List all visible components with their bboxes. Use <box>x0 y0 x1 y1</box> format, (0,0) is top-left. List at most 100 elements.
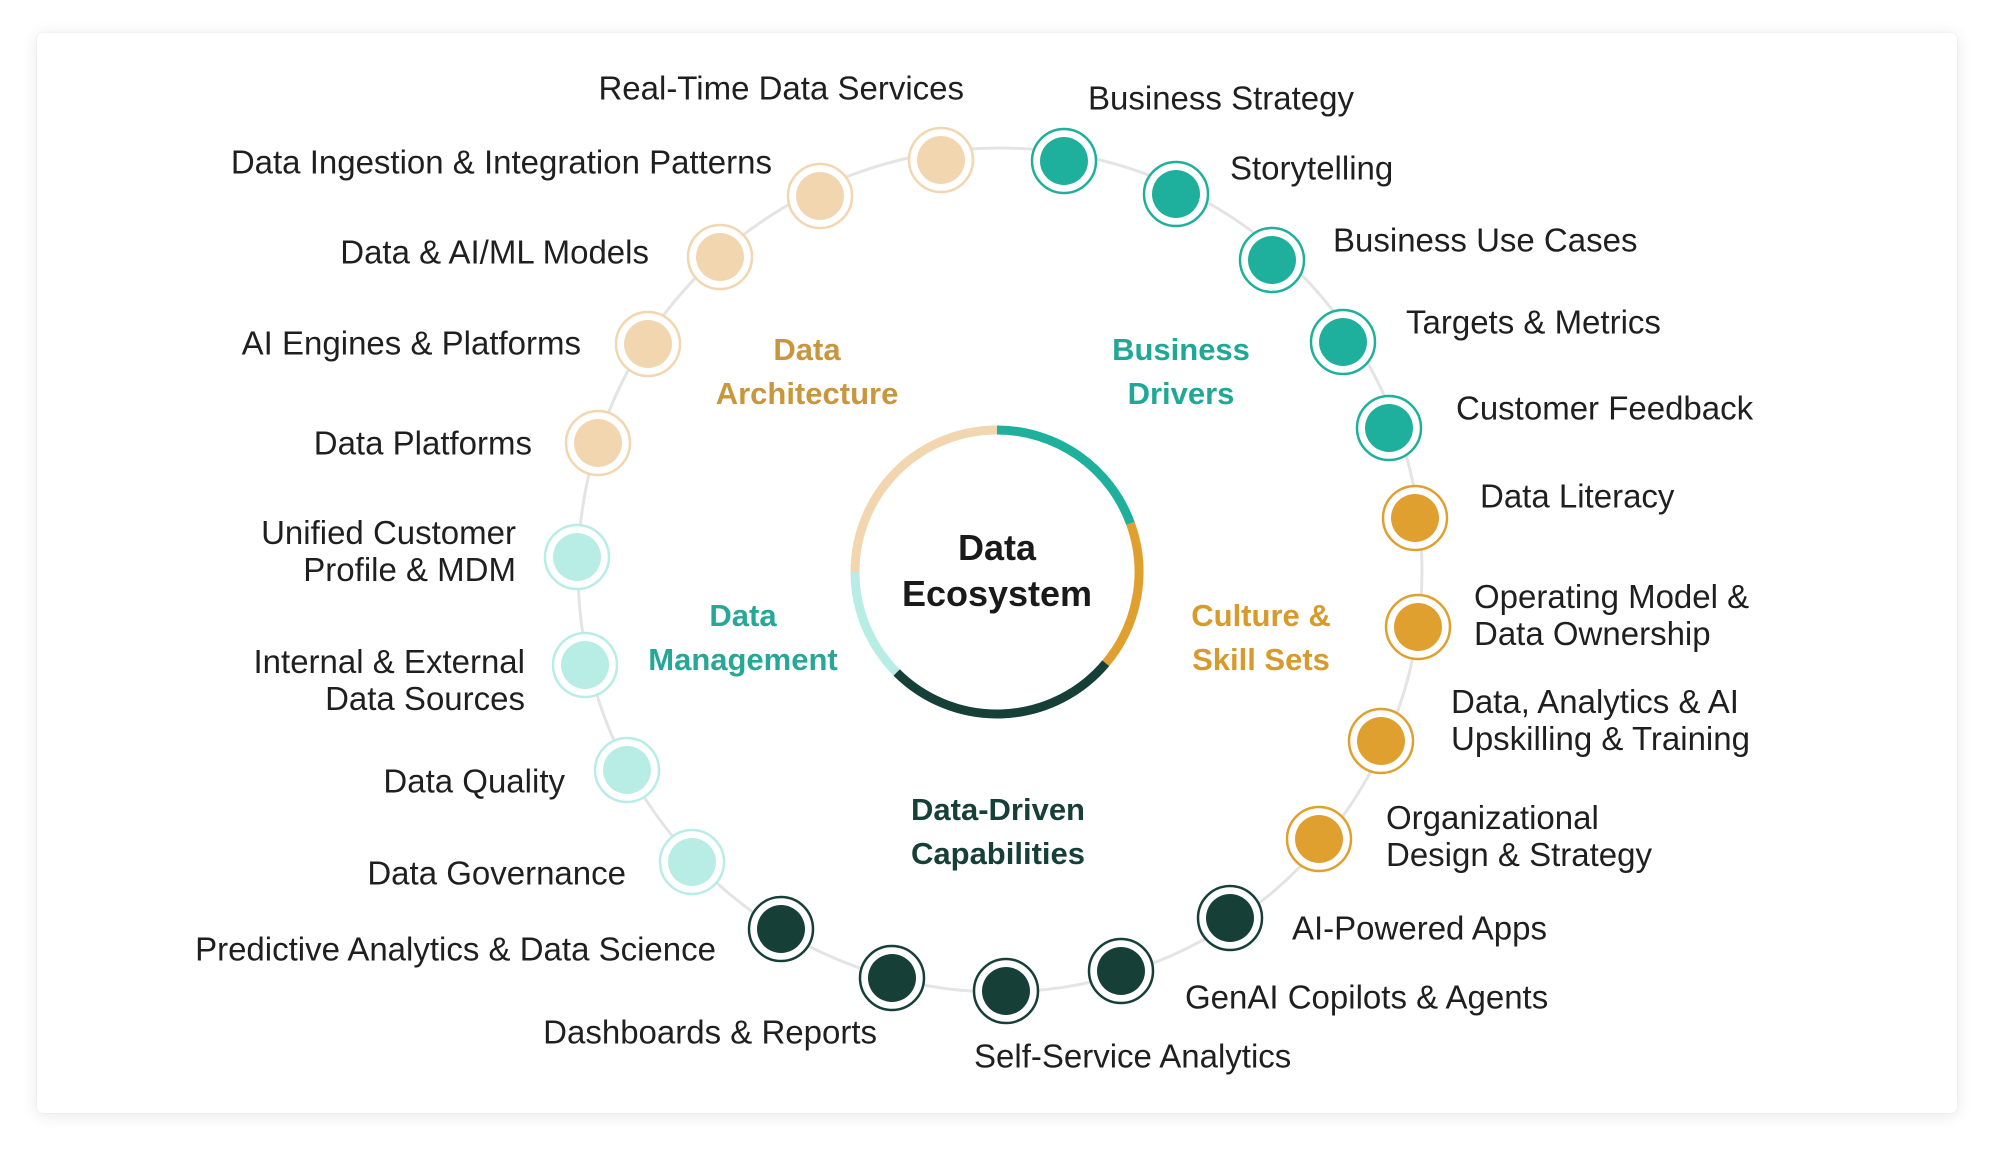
quadrant-label-line: Skill Sets <box>1192 642 1330 677</box>
node-dot <box>1040 137 1088 185</box>
quadrant-label-line: Business <box>1112 332 1250 367</box>
center-title: Data Ecosystem <box>902 525 1092 617</box>
node-data-driven-capabilities <box>858 944 926 1012</box>
quadrant-label-culture-skill-sets: Culture &Skill Sets <box>1191 594 1331 682</box>
node-label-line: Storytelling <box>1230 149 1394 187</box>
quadrant-label-line: Management <box>648 642 838 677</box>
node-label: AI-Powered Apps <box>1292 910 1547 947</box>
node-business-drivers <box>1238 226 1306 294</box>
node-label-line: AI Engines & Platforms <box>241 324 581 362</box>
node-label: Business Strategy <box>1088 80 1354 117</box>
quadrant-label-line: Data <box>709 598 777 633</box>
node-label-line: Data Governance <box>367 854 626 892</box>
node-label: Business Use Cases <box>1333 222 1637 259</box>
node-label: AI Engines & Platforms <box>242 325 581 362</box>
node-data-architecture <box>907 126 975 194</box>
node-label-line: Design & Strategy <box>1386 836 1652 873</box>
node-label: GenAI Copilots & Agents <box>1185 979 1548 1016</box>
node-label: Data Quality <box>383 763 565 800</box>
node-label-line: Operating Model & <box>1474 578 1750 615</box>
node-label-line: Internal & External <box>253 643 525 680</box>
node-dot <box>1394 603 1442 651</box>
node-label-line: Profile & MDM <box>303 551 516 588</box>
node-dot <box>1295 815 1343 863</box>
node-dot <box>668 838 716 886</box>
node-label-line: Unified Customer <box>261 514 516 551</box>
node-label: Self-Service Analytics <box>974 1038 1291 1075</box>
node-dot <box>561 641 609 689</box>
node-label-line: Predictive Analytics & Data Science <box>195 930 716 968</box>
node-dot <box>1365 404 1413 452</box>
node-label-line: Data & AI/ML Models <box>340 233 649 271</box>
node-business-drivers <box>1142 160 1210 228</box>
node-data-architecture <box>614 310 682 378</box>
node-label: Operating Model &Data Ownership <box>1474 578 1749 652</box>
node-label-line: Customer Feedback <box>1456 389 1754 427</box>
node-dot <box>1248 236 1296 284</box>
node-dot <box>982 967 1030 1015</box>
node-label: Targets & Metrics <box>1406 304 1661 341</box>
quadrant-label-line: Data-Driven <box>911 792 1085 827</box>
node-label-line: Data Sources <box>325 680 525 717</box>
node-label-line: Data Ownership <box>1474 615 1711 652</box>
node-data-architecture <box>786 162 854 230</box>
node-dot <box>553 533 601 581</box>
node-culture-skill-sets <box>1347 707 1415 775</box>
quadrant-label-line: Capabilities <box>911 836 1085 871</box>
node-label-line: Organizational <box>1386 799 1599 836</box>
node-label-line: Targets & Metrics <box>1406 303 1661 341</box>
node-data-architecture <box>564 409 632 477</box>
center-arc-data-architecture <box>850 425 998 573</box>
node-label: Data & AI/ML Models <box>340 234 649 271</box>
node-label-line: Dashboards & Reports <box>543 1013 877 1051</box>
node-label-line: Data Platforms <box>313 424 532 462</box>
node-label-line: Business Use Cases <box>1333 221 1638 259</box>
node-culture-skill-sets <box>1285 805 1353 873</box>
node-data-driven-capabilities <box>1196 884 1264 952</box>
node-label-line: Self-Service Analytics <box>974 1037 1292 1075</box>
node-data-management <box>658 828 726 896</box>
center-arc-business-drivers <box>996 425 1135 525</box>
node-data-driven-capabilities <box>747 895 815 963</box>
node-label: Storytelling <box>1230 150 1393 187</box>
node-label-line: Business Strategy <box>1088 79 1354 117</box>
quadrant-label-line: Drivers <box>1127 376 1235 411</box>
node-business-drivers <box>1030 127 1098 195</box>
node-dot <box>1152 170 1200 218</box>
center-title-line2: Ecosystem <box>901 573 1093 614</box>
node-business-drivers <box>1309 308 1377 376</box>
node-label-line: Data, Analytics & AI <box>1451 683 1739 720</box>
node-data-driven-capabilities <box>972 957 1040 1025</box>
node-culture-skill-sets <box>1381 484 1449 552</box>
node-label: Data Literacy <box>1480 478 1674 515</box>
node-data-management <box>593 736 661 804</box>
node-culture-skill-sets <box>1384 593 1452 661</box>
center-arc-data-driven-capabilities <box>893 660 1110 719</box>
node-label-line: GenAI Copilots & Agents <box>1185 978 1549 1016</box>
node-dot <box>1206 894 1254 942</box>
node-label: Dashboards & Reports <box>543 1014 877 1051</box>
node-label-line: AI-Powered Apps <box>1292 909 1547 947</box>
node-label-line: Data Literacy <box>1480 477 1675 515</box>
center-arc-culture-skill-sets <box>1102 521 1144 667</box>
node-dot <box>574 419 622 467</box>
node-data-management <box>551 631 619 699</box>
node-dot <box>757 905 805 953</box>
node-label-line: Data Quality <box>383 762 565 800</box>
node-dot <box>868 954 916 1002</box>
node-label: Data Ingestion & Integration Patterns <box>231 144 772 181</box>
node-data-architecture <box>686 223 754 291</box>
node-label: Data Platforms <box>314 425 532 462</box>
node-dot <box>603 746 651 794</box>
node-dot <box>917 136 965 184</box>
node-data-driven-capabilities <box>1087 937 1155 1005</box>
node-label: Customer Feedback <box>1456 390 1753 427</box>
